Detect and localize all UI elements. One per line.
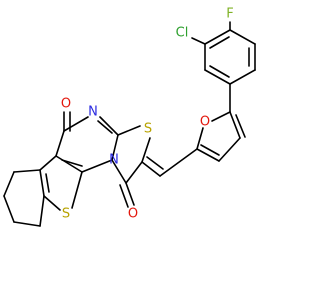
- atom-label-s-thiophene: S: [62, 207, 70, 222]
- atom-label-o-furan: O: [200, 115, 210, 130]
- atom-label-s-thiazole: S: [144, 122, 152, 137]
- atom-label-f: F: [226, 7, 233, 22]
- atom-label-n-imine: N: [88, 105, 98, 120]
- atom-labels: F Cl O S N O N O S: [61, 7, 234, 222]
- atom-label-o-top: O: [61, 97, 71, 112]
- bond-lines: [3, 21, 256, 227]
- atom-label-o-right: O: [128, 207, 138, 222]
- atom-label-cl: Cl: [176, 26, 189, 41]
- atom-label-n-ring: N: [109, 153, 119, 168]
- molecule-canvas: F Cl O S N O N O S: [3, 7, 256, 227]
- molecule-structure: F Cl O S N O N O S: [3, 7, 256, 227]
